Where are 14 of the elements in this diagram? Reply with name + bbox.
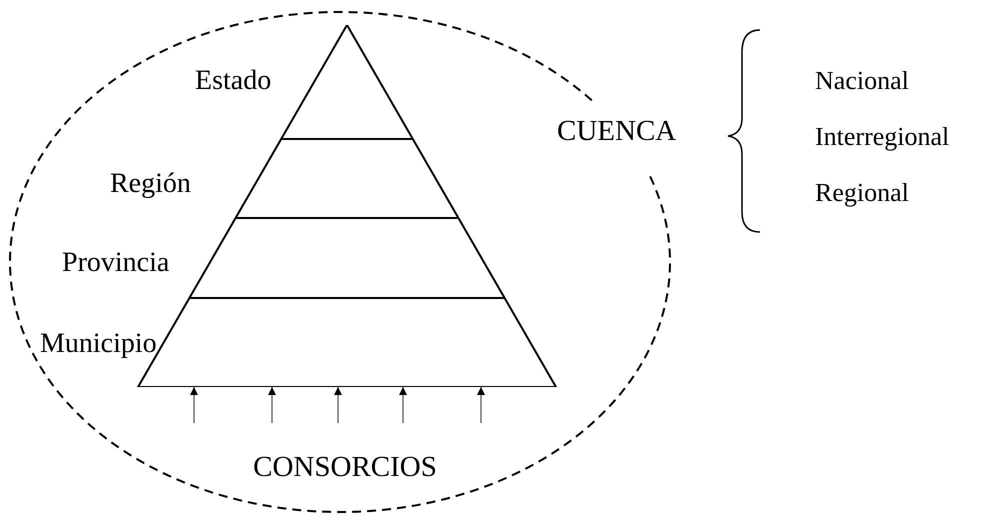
tier-label: Municipio [40,330,157,358]
scope-label: Regional [815,180,909,206]
arrow [399,387,407,423]
tier-label: Estado [195,67,272,95]
group-label: CONSORCIOS [253,452,437,482]
arrow [190,387,198,423]
tier-label: Región [110,170,191,198]
arrow [268,387,276,423]
tier-label: Provincia [62,249,170,277]
scope-label: Interregional [815,124,950,150]
arrow [334,387,342,423]
region-label: CUENCA [557,117,676,146]
scope-label: Nacional [815,68,909,94]
arrow [477,387,485,423]
